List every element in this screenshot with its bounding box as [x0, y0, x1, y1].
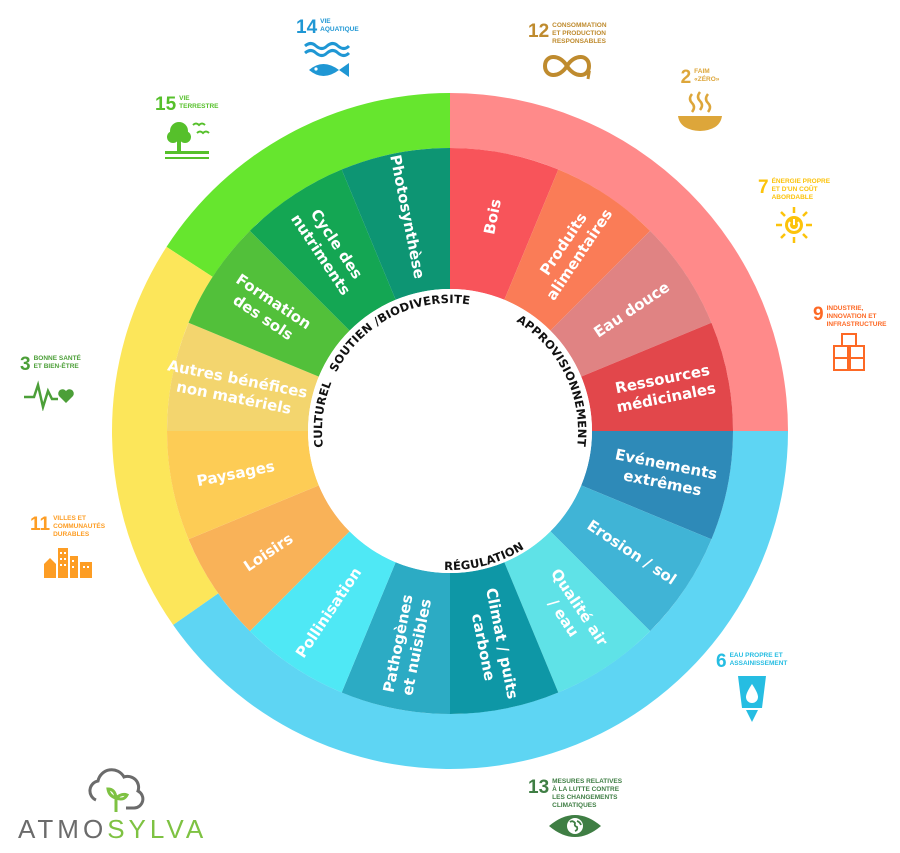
sdg-number: 3	[20, 354, 31, 375]
segment-10	[188, 485, 350, 632]
sdg-number: 7	[758, 177, 769, 198]
center-hole	[308, 289, 592, 573]
segment-1	[504, 169, 651, 331]
segment-0	[450, 148, 559, 300]
segment-6	[504, 531, 651, 693]
water-glass-icon	[737, 676, 766, 722]
segment-3	[581, 322, 733, 431]
segment-15	[341, 148, 450, 300]
heartbeat-icon	[24, 380, 75, 411]
sdg-number: 9	[813, 304, 824, 325]
sdg-title: VILLES ET COMMUNAUTÉS DURABLES	[53, 515, 106, 538]
category-ring-regulation	[173, 431, 789, 770]
sdg-number: 6	[716, 651, 727, 672]
bowl-icon	[678, 91, 722, 131]
category-ring-culturel	[111, 246, 219, 625]
segment-13	[188, 230, 350, 377]
segment-11	[167, 431, 319, 540]
segment-2	[550, 230, 712, 377]
fish-icon	[304, 42, 351, 77]
logo-text-accent: SYLVA	[107, 814, 208, 844]
infinity-icon	[543, 55, 592, 80]
sdg-number: 13	[528, 777, 550, 798]
sdg-title: VIE AQUATIQUE	[320, 18, 359, 33]
segment-8	[341, 562, 450, 715]
sdg-title: FAIM «ZÉRO»	[694, 68, 720, 83]
sdg-title: CONSOMMATION ET PRODUCTION RESPONSABLES	[552, 22, 607, 45]
segment-4	[581, 431, 733, 540]
sun-power-icon	[776, 207, 813, 243]
segment-5	[550, 485, 712, 632]
sdg-number: 15	[155, 94, 177, 115]
service-segments	[167, 148, 733, 715]
tree-icon	[164, 122, 210, 159]
sdg-number: 12	[528, 21, 550, 42]
logo-text-main: ATMO	[18, 814, 108, 844]
logo-wordmark: ATMOSYLVA	[18, 814, 207, 845]
sdg-title: INDUSTRIE, INNOVATION ET INFRASTRUCTURE	[826, 305, 887, 328]
cloud-leaf-icon	[88, 768, 145, 812]
segment-14	[249, 169, 396, 331]
sdg-number: 14	[296, 17, 318, 38]
sdg-title: EAU PROPRE ET ASSAINISSEMENT	[729, 652, 788, 667]
sdg-title: VIE TERRESTRE	[179, 95, 219, 110]
sdg-title: ÉNERGIE PROPRE ET D'UN COÛT ABORDABLE	[771, 178, 831, 201]
category-ring	[111, 93, 789, 770]
category-ring-soutien	[166, 93, 450, 277]
segment-9	[249, 531, 396, 693]
atmosylva-logo: ATMOSYLVA	[18, 762, 218, 845]
segment-12	[167, 322, 319, 431]
eye-earth-icon	[549, 815, 602, 837]
sdg-title: BONNE SANTÉ ET BIEN-ÊTRE	[33, 355, 81, 370]
sdg-title: MESURES RELATIVES À LA LUTTE CONTRE LES …	[552, 778, 623, 809]
city-icon	[43, 548, 92, 578]
segment-7	[450, 562, 559, 714]
cubes-icon	[832, 333, 865, 371]
sdg-number: 11	[30, 514, 51, 535]
sdg-number: 2	[680, 67, 692, 88]
category-ring-approvisionnement	[450, 93, 788, 431]
